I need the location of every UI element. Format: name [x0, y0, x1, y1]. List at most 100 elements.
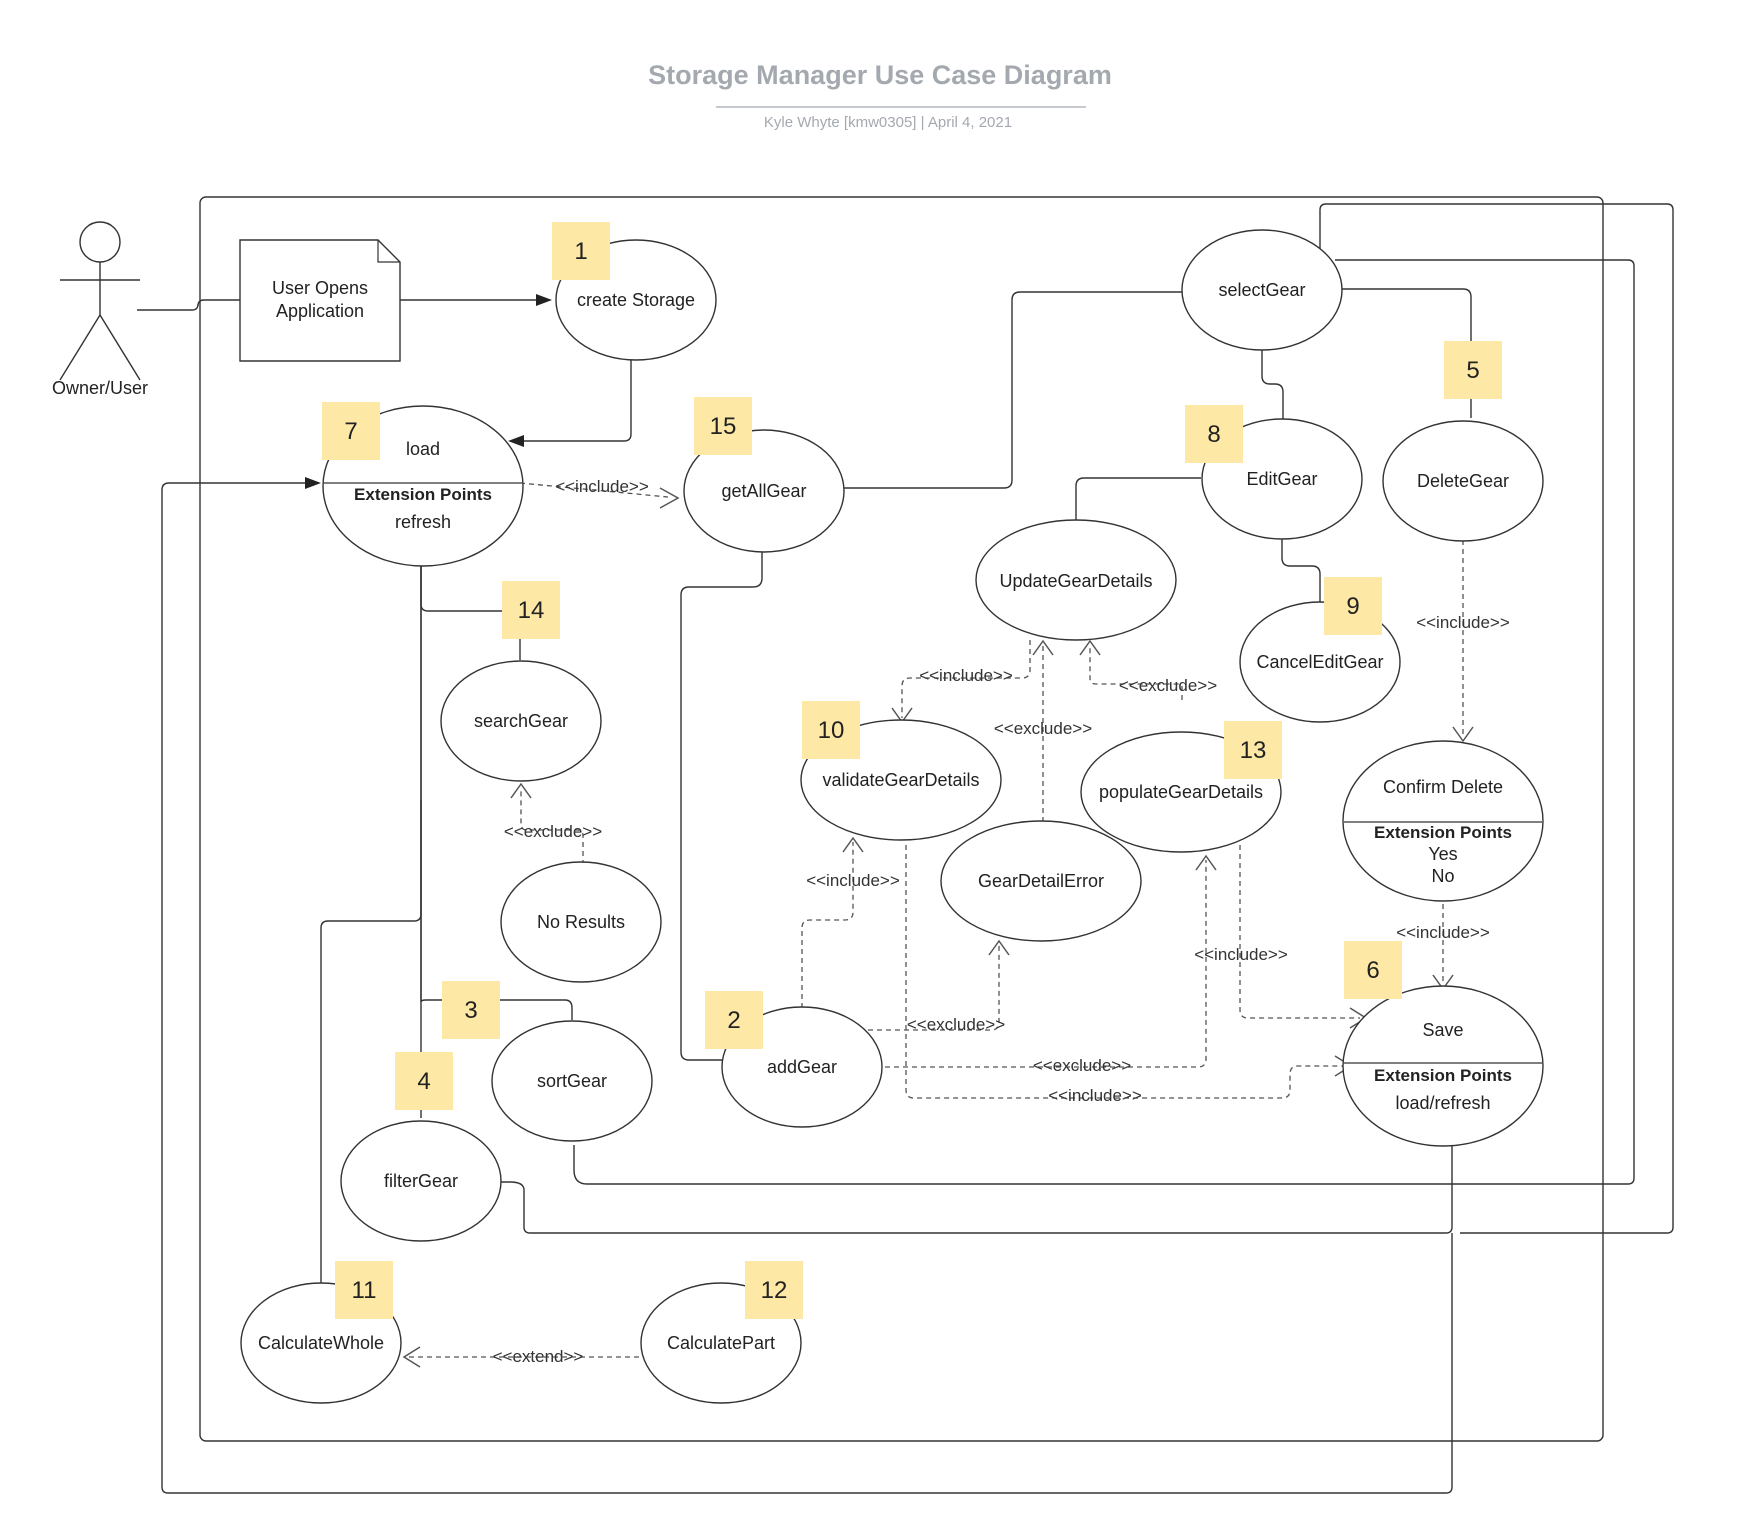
add-exclude-populate [885, 860, 1207, 1068]
svg-text:DeleteGear: DeleteGear [1417, 471, 1509, 491]
usecase-save[interactable]: Save Extension Points load/refresh [1342, 985, 1544, 1147]
svg-text:CalculateWhole: CalculateWhole [258, 1333, 384, 1353]
svg-text:<<exclude>>: <<exclude>> [907, 1015, 1005, 1034]
user-opens-application-note: User Opens Application [239, 239, 401, 362]
svg-text:<<exclude>>: <<exclude>> [1033, 1056, 1131, 1075]
sticky-note-6: 6 [1344, 941, 1402, 999]
svg-text:10: 10 [818, 717, 845, 744]
load-include-getallgear [519, 482, 669, 498]
svg-text:CalculatePart: CalculatePart [667, 1333, 775, 1353]
svg-text:create Storage: create Storage [577, 290, 695, 310]
add-include-validate [801, 842, 854, 1008]
noresults-exclude-search [520, 788, 584, 865]
populate-include-save [1239, 845, 1360, 1019]
sticky-note-12: 12 [745, 1261, 803, 1319]
add-include-save [905, 845, 1345, 1099]
svg-text:Yes: Yes [1428, 844, 1457, 864]
svg-text:3: 3 [464, 997, 477, 1024]
loop-save-load [161, 482, 1453, 1494]
update-include-validate [901, 640, 1031, 718]
svg-text:<<include>>: <<include>> [1194, 945, 1288, 964]
diagram-subtitle: Kyle Whyte [kmw0305] | April 4, 2021 [764, 114, 1012, 131]
svg-text:Extension Points: Extension Points [354, 485, 492, 504]
svg-text:getAllGear: getAllGear [721, 481, 806, 501]
usecase-noresults[interactable]: No Results [500, 861, 662, 983]
sticky-note-9: 9 [1324, 577, 1382, 635]
selectgear-to-deletegear-line [1340, 288, 1472, 418]
svg-text:User Opens: User Opens [272, 278, 368, 298]
svg-text:UpdateGearDetails: UpdateGearDetails [999, 571, 1152, 591]
usecase-deletegear[interactable]: DeleteGear [1382, 420, 1544, 542]
sticky-note-2: 2 [705, 991, 763, 1049]
svg-text:Extension Points: Extension Points [1374, 1066, 1512, 1085]
add-exclude-error [868, 945, 1000, 1031]
svg-text:No: No [1431, 866, 1454, 886]
actor-label: Owner/User [52, 378, 148, 398]
svg-text:<<include>>: <<include>> [1396, 923, 1490, 942]
svg-text:5: 5 [1466, 357, 1479, 384]
svg-text:13: 13 [1240, 737, 1267, 764]
getallgear-to-selectgear-line [841, 291, 1182, 489]
usecase-filtergear[interactable]: filterGear [340, 1120, 502, 1242]
svg-text:11: 11 [352, 1277, 377, 1304]
loop-selectgear-outer [1319, 203, 1674, 1234]
svg-text:selectGear: selectGear [1218, 280, 1305, 300]
svg-text:populateGearDetails: populateGearDetails [1099, 782, 1263, 802]
svg-text:<<include>>: <<include>> [919, 666, 1013, 685]
svg-text:CancelEditGear: CancelEditGear [1256, 652, 1383, 672]
sticky-note-4: 4 [395, 1052, 453, 1110]
sticky-note-5: 5 [1444, 341, 1502, 399]
usecase-geardetailerror[interactable]: GearDetailError [940, 820, 1142, 942]
svg-text:<<exclude>>: <<exclude>> [994, 719, 1092, 738]
svg-text:Application: Application [276, 301, 364, 321]
svg-text:<<extend>>: <<extend>> [493, 1347, 584, 1366]
usecase-searchgear[interactable]: searchGear [440, 660, 602, 782]
sticky-note-7: 7 [322, 402, 380, 460]
usecase-confirmdelete[interactable]: Confirm Delete Extension Points Yes No [1342, 740, 1544, 902]
usecase-selectgear[interactable]: selectGear [1181, 229, 1343, 351]
editgear-to-updategeardetails-line [1075, 477, 1201, 521]
sticky-note-3: 3 [442, 981, 500, 1039]
svg-text:load/refresh: load/refresh [1395, 1093, 1490, 1113]
svg-text:GearDetailError: GearDetailError [978, 871, 1104, 891]
selectgear-to-editgear-line [1261, 348, 1284, 420]
svg-text:15: 15 [710, 413, 737, 440]
svg-text:load: load [406, 439, 440, 459]
svg-text:6: 6 [1366, 957, 1379, 984]
usecase-updategeardetails[interactable]: UpdateGearDetails [975, 519, 1177, 641]
svg-text:searchGear: searchGear [474, 711, 568, 731]
getallgear-to-addgear-line [680, 547, 763, 1061]
svg-text:refresh: refresh [395, 512, 451, 532]
svg-text:addGear: addGear [767, 1057, 837, 1077]
usecase-sortgear[interactable]: sortGear [491, 1020, 653, 1142]
svg-text:4: 4 [417, 1068, 430, 1095]
sticky-note-15: 15 [694, 397, 752, 455]
editgear-to-canceleditgear-line [1281, 538, 1321, 602]
svg-text:filterGear: filterGear [384, 1171, 458, 1191]
svg-text:Extension Points: Extension Points [1374, 823, 1512, 842]
actor-owner-user: Owner/User [52, 221, 148, 398]
svg-text:validateGearDetails: validateGearDetails [822, 770, 979, 790]
svg-text:2: 2 [727, 1007, 740, 1034]
usecase-getallgear[interactable]: getAllGear [683, 429, 845, 553]
sticky-note-14: 14 [502, 581, 560, 639]
system-boundary [199, 196, 1604, 1442]
svg-text:7: 7 [344, 418, 357, 445]
loop-selectgear-sortgear [573, 259, 1635, 1185]
loop-save-filtergear [500, 1144, 1453, 1234]
svg-text:14: 14 [518, 597, 545, 624]
svg-text:<<include>>: <<include>> [1048, 1086, 1142, 1105]
svg-text:EditGear: EditGear [1246, 469, 1317, 489]
svg-text:Confirm Delete: Confirm Delete [1383, 777, 1503, 797]
svg-text:12: 12 [761, 1277, 788, 1304]
svg-text:<<exclude>>: <<exclude>> [504, 822, 602, 841]
load-to-calculatewhole-line [320, 560, 422, 1283]
svg-text:sortGear: sortGear [537, 1071, 607, 1091]
svg-text:9: 9 [1346, 593, 1359, 620]
diagram-title: Storage Manager Use Case Diagram [648, 60, 1112, 90]
svg-text:No Results: No Results [537, 912, 625, 932]
svg-text:8: 8 [1207, 421, 1220, 448]
create-storage-to-load-line [520, 360, 632, 442]
actor-to-note-line [137, 299, 240, 311]
